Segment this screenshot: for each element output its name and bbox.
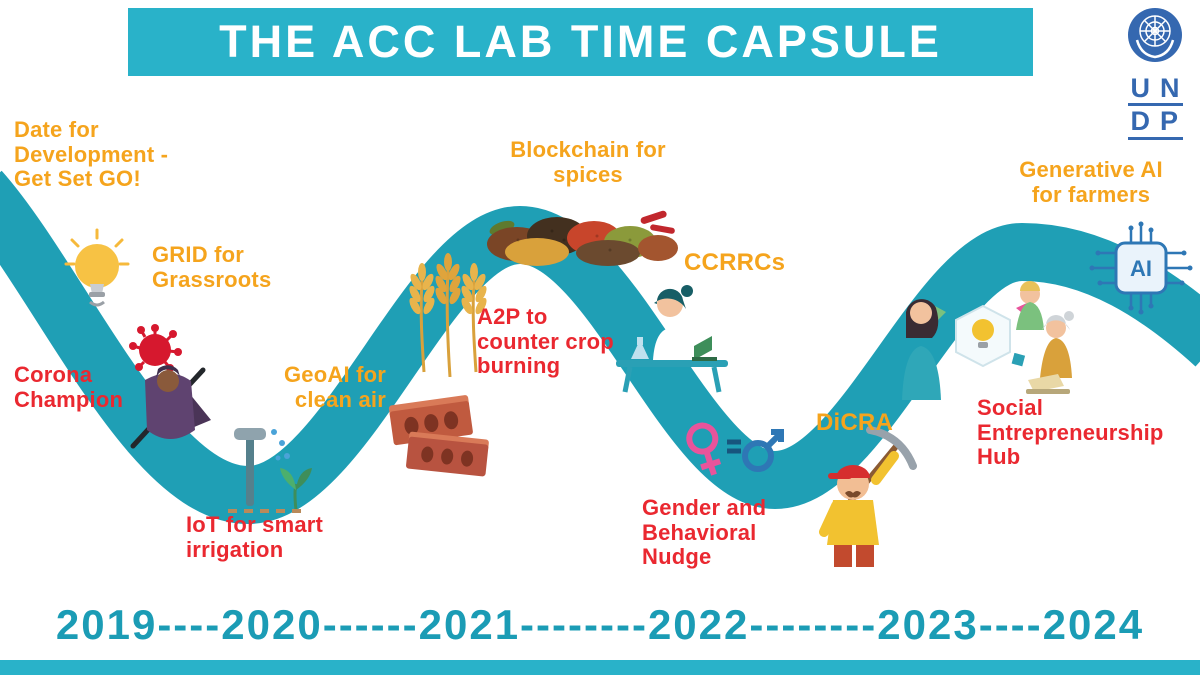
title-banner: THE ACC LAB TIME CAPSULE [128,8,1033,76]
milestone-label-geoai-for-clean-air: GeoAI for clean air [283,362,386,412]
milestone-label-a2p-counter-crop-burning: A2P to counter crop burning [477,304,614,379]
milestone-label-date-for-development: Date for Development - Get Set GO! [14,117,169,192]
milestone-label-dicra: DiCRA [816,409,893,436]
gender-symbols-illustration [686,422,784,476]
undp-logo: UN DP [1124,6,1186,140]
team-collaboration-illustration [902,281,1074,400]
bricks-illustration [388,395,489,477]
milestone-label-gender-behavioral-nudge: Gender and Behavioral Nudge [642,495,767,570]
undp-wordmark-top: UN [1127,73,1183,107]
wheat-illustration [407,253,489,377]
spices-illustration [487,210,678,266]
page-title: THE ACC LAB TIME CAPSULE [219,16,942,67]
milestone-label-blockchain-for-spices: Blockchain for spices [510,137,666,187]
milestone-label-iot-for-smart-irrigation: IoT for smart irrigation [186,512,324,562]
milestone-label-social-entrepreneurship: Social Entrepreneurship Hub [977,395,1164,470]
milestone-label-grid-for-grassroots: GRID for Grassroots [152,242,272,292]
corona-champion-illustration [129,324,211,449]
milestone-label-corona-champion: Corona Champion [14,362,124,412]
bottom-accent-bar [0,660,1200,675]
undp-wordmark: UN DP [1127,73,1183,140]
milestone-label-generative-ai-farmers: Generative AI for farmers [1019,157,1163,207]
timeline-years: 2019----2020------2021--------2022------… [55,601,1145,648]
miner-illustration [819,426,917,567]
iot-irrigation-illustration [228,428,312,513]
milestone-label-ccrrcs: CCRRCs [684,249,786,276]
undp-wordmark-bottom: DP [1127,106,1183,140]
lightbulb-icon [64,228,130,307]
ai-chip-label: AI [1130,256,1152,281]
ai-chip-icon: AI [1089,221,1193,315]
researcher-illustration [616,285,728,393]
undp-emblem-icon [1128,8,1182,62]
